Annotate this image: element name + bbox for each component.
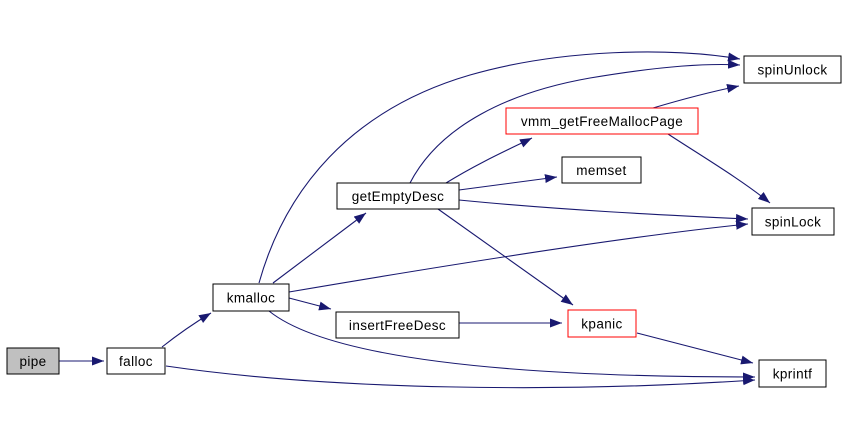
node-pipe-label: pipe: [19, 354, 46, 369]
node-insertFreeDesc-label: insertFreeDesc: [349, 318, 446, 333]
node-spinLock[interactable]: spinLock: [751, 207, 835, 236]
edge-getEmptyDesc-spinLock: [458, 199, 749, 223]
node-falloc-box: [106, 347, 166, 375]
edge-kmalloc-spinUnlock: [258, 51, 741, 284]
node-kprintf-label: kprintf: [773, 367, 813, 382]
edge-getEmptyDesc-memset: [458, 174, 558, 191]
edge-kmalloc-insertFreeDesc: [288, 297, 332, 311]
edge-kpanic-kprintf: [636, 332, 754, 365]
node-spinUnlock-box: [743, 55, 842, 84]
edge-getEmptyDesc-vmm_getFreeMallocPage: [445, 137, 533, 184]
edge-group: [59, 51, 771, 389]
node-kmalloc-label: kmalloc: [227, 291, 276, 306]
node-vmm_getFreeMallocPage-label: vmm_getFreeMallocPage: [521, 114, 683, 129]
edge-getEmptyDesc-kpanic: [437, 208, 574, 306]
node-pipe[interactable]: pipe: [6, 347, 60, 375]
node-kpanic[interactable]: kpanic: [567, 309, 637, 338]
node-vmm_getFreeMallocPage[interactable]: vmm_getFreeMallocPage: [505, 107, 699, 135]
node-insertFreeDesc-box: [335, 311, 460, 339]
node-kprintf-box: [758, 359, 827, 388]
node-getEmptyDesc-label: getEmptyDesc: [352, 189, 445, 204]
edge-falloc-kprintf: [165, 365, 756, 389]
edge-kmalloc-kprintf: [268, 310, 756, 382]
edge-vmm_getFreeMallocPage-spinUnlock: [652, 84, 740, 109]
node-getEmptyDesc[interactable]: getEmptyDesc: [336, 182, 460, 210]
node-memset-label: memset: [576, 163, 626, 178]
node-getEmptyDesc-box: [336, 182, 460, 210]
node-kpanic-label: kpanic: [581, 317, 622, 332]
node-kprintf[interactable]: kprintf: [758, 359, 827, 388]
node-spinLock-label: spinLock: [765, 215, 821, 230]
node-memset[interactable]: memset: [561, 156, 642, 184]
edge-getEmptyDesc-spinUnlock: [409, 59, 741, 184]
node-pipe-box: [6, 347, 60, 375]
node-memset-box: [561, 156, 642, 184]
edge-kmalloc-getEmptyDesc: [272, 212, 367, 284]
node-spinUnlock[interactable]: spinUnlock: [743, 55, 842, 84]
node-falloc-label: falloc: [119, 354, 153, 369]
edge-vmm_getFreeMallocPage-spinLock: [667, 133, 771, 204]
node-spinUnlock-label: spinUnlock: [757, 63, 827, 78]
node-insertFreeDesc[interactable]: insertFreeDesc: [335, 311, 460, 339]
node-kmalloc[interactable]: kmalloc: [212, 283, 290, 312]
edge-falloc-kmalloc: [161, 312, 212, 348]
node-spinLock-box: [751, 207, 835, 236]
node-kpanic-box: [567, 309, 637, 338]
node-falloc[interactable]: falloc: [106, 347, 166, 375]
edge-kmalloc-spinLock: [288, 220, 749, 293]
node-kmalloc-box: [212, 283, 290, 312]
node-vmm_getFreeMallocPage-box: [505, 107, 699, 135]
